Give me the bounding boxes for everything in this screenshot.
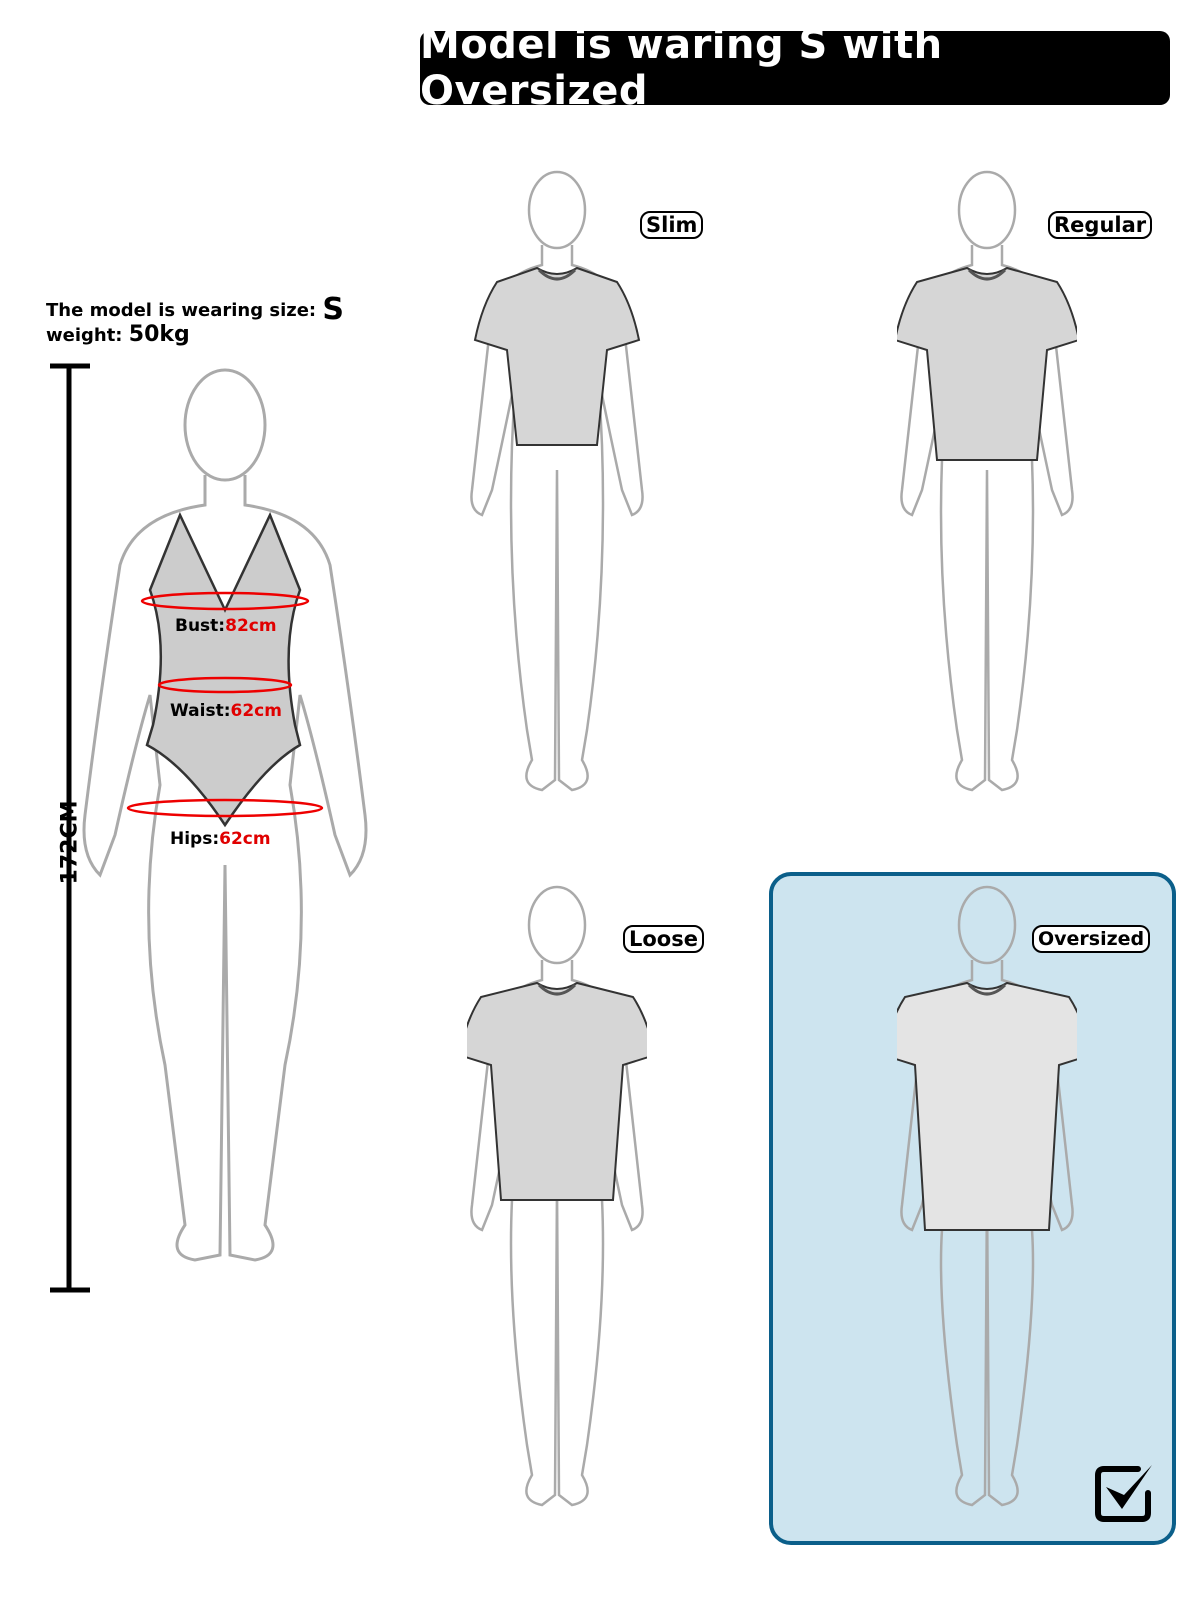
height-ruler bbox=[50, 363, 90, 1293]
checkbox-checked-icon bbox=[1095, 1465, 1152, 1522]
fit-tag-regular[interactable]: Regular bbox=[1048, 211, 1153, 239]
size-value: S bbox=[322, 292, 345, 327]
waist-measurement: Waist:62cm bbox=[170, 701, 282, 721]
model-weight-info: weight: 50kg bbox=[46, 322, 190, 347]
weight-value: 50kg bbox=[128, 322, 190, 347]
model-size-info: The model is wearing size: S bbox=[46, 292, 344, 327]
fit-figure-slim bbox=[470, 170, 644, 792]
bust-measurement: Bust:82cm bbox=[175, 616, 277, 636]
fit-figure-regular bbox=[897, 170, 1077, 792]
fit-tag-slim[interactable]: Slim bbox=[640, 211, 704, 239]
fit-figure-loose bbox=[467, 885, 647, 1507]
hips-measurement: Hips:62cm bbox=[170, 829, 271, 849]
fit-figure-oversized bbox=[897, 885, 1077, 1507]
fit-tag-loose[interactable]: Loose bbox=[623, 925, 704, 953]
page-title: Model is waring S with Oversized bbox=[420, 22, 1170, 114]
size-label: The model is wearing size: bbox=[46, 300, 317, 321]
weight-label: weight: bbox=[46, 325, 123, 346]
fit-tag-oversized[interactable]: Oversized bbox=[1032, 925, 1151, 953]
model-body-figure bbox=[82, 368, 368, 1262]
